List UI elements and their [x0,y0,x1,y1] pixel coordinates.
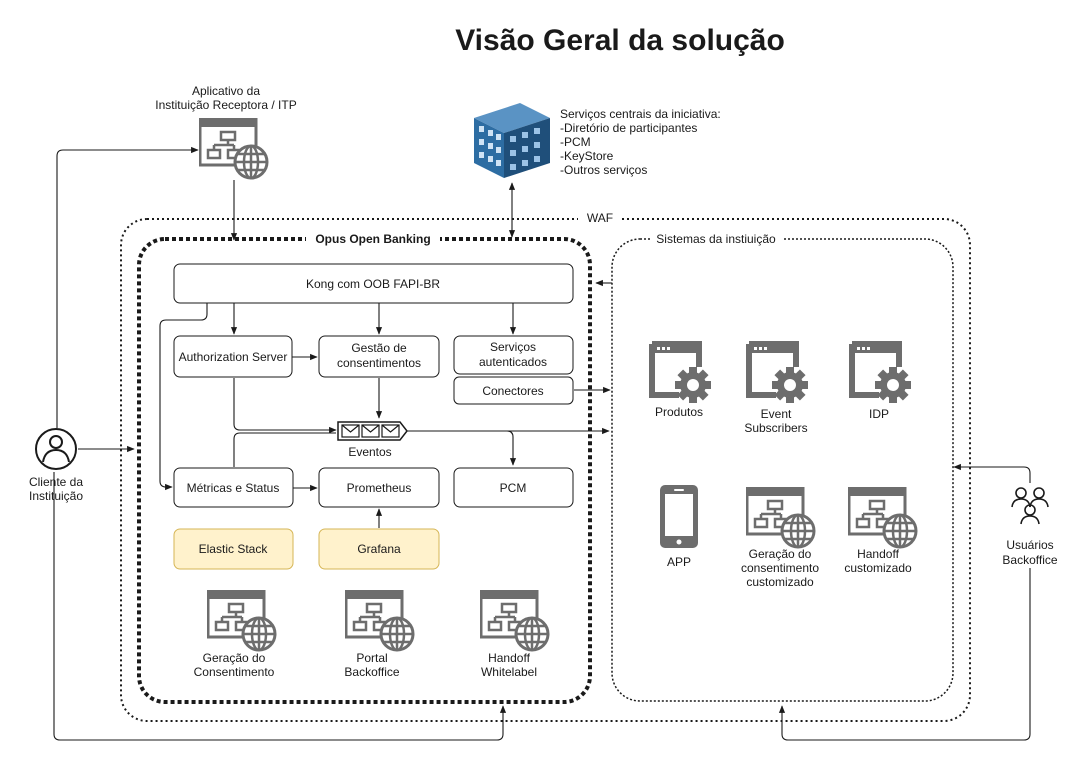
events-label: Eventos [348,445,391,459]
mobile-app-system: APP [660,485,698,569]
web-app-icon [746,487,816,549]
handoff-whitelabel-label-line2: Whitelabel [481,665,537,679]
event-subscribers-label-line1: Event [761,407,792,421]
metrics-status-box: Métricas e Status [173,467,294,508]
elastic-stack-label: Elastic Stack [199,542,269,556]
web-app-icon [480,590,550,652]
building-icon [474,103,550,178]
web-app-icon [345,590,415,652]
connectors-box: Conectores [453,376,574,405]
custom-handoff-label-line1: Handoff [857,547,899,561]
consent-generation-label-line1: Geração do [203,651,266,665]
authenticated-services-box: Serviços autenticados [453,335,574,375]
central-services-line4: -KeyStore [560,149,614,163]
institution-systems-label: Sistemas da instiuição [656,232,776,246]
smartphone-icon [660,485,698,548]
pcm-label: PCM [500,481,527,495]
backoffice-portal-label-line2: Backoffice [344,665,399,679]
custom-consent-label-line1: Geração do [749,547,812,561]
consent-management-label-line1: Gestão de [351,341,407,355]
client-label-line1: Cliente da [29,475,83,489]
institution-systems-boundary [611,238,954,702]
metrics-status-label: Métricas e Status [187,481,280,495]
consent-management-box: Gestão de consentimentos [318,335,440,378]
events-queue: Eventos [337,421,408,459]
central-services-line3: -PCM [560,135,591,149]
app-label: APP [667,555,691,569]
products-label: Produtos [655,405,703,419]
handoff-whitelabel-app: Handoff Whitelabel [480,590,550,679]
authorization-server-label: Authorization Server [179,350,288,364]
authenticated-services-label-line1: Serviços [490,340,536,354]
custom-handoff-system: Handoff customizado [844,487,918,575]
grafana-label: Grafana [357,542,401,556]
idp-label: IDP [869,407,889,421]
central-services-line5: -Outros serviços [560,163,647,177]
waf-boundary [120,218,971,722]
message-queue-icon [337,421,408,441]
waf-label: WAF [587,211,613,225]
prometheus-label: Prometheus [347,481,412,495]
custom-consent-label-line3: customizado [746,575,814,589]
central-services-node: Serviços centrais da iniciativa: -Diretó… [474,103,721,178]
consent-generation-app: Geração do Consentimento [194,590,277,679]
elastic-stack-box: Elastic Stack [173,528,294,570]
prometheus-box: Prometheus [318,467,440,508]
backoffice-portal-label-line1: Portal [356,651,387,665]
receiving-app-node: Aplicativo da Instituição Receptora / IT… [155,84,297,180]
custom-consent-system: Geração do consentimento customizado [741,487,819,589]
backoffice-portal-app: Portal Backoffice [344,590,415,679]
users-group-icon [1011,487,1049,525]
opus-label: Opus Open Banking [315,232,430,246]
products-system: Produtos [652,344,711,419]
event-subscribers-label-line2: Subscribers [744,421,807,435]
backoffice-users-node: Usuários Backoffice [1002,487,1058,567]
receiving-app-label-line2: Instituição Receptora / ITP [155,98,296,112]
kong-label: Kong com OOB FAPI-BR [306,277,440,291]
central-services-line1: Serviços centrais da iniciativa: [560,107,721,121]
handoff-whitelabel-label-line1: Handoff [488,651,530,665]
custom-consent-label-line2: consentimento [741,561,819,575]
consent-generation-label-line2: Consentimento [194,665,275,679]
connectors-label: Conectores [482,384,543,398]
grafana-box: Grafana [318,528,440,570]
user-icon [35,428,77,470]
central-services-line2: -Diretório de participantes [560,121,697,135]
web-app-icon [199,118,269,180]
pcm-box: PCM [453,467,574,508]
consent-management-label-line2: consentimentos [337,356,421,370]
kong-gateway-box: Kong com OOB FAPI-BR [173,263,574,304]
web-app-icon [207,590,277,652]
client-node: Cliente da Instituição [29,428,83,503]
client-label-line2: Instituição [29,489,83,503]
backoffice-users-label-line1: Usuários [1006,538,1053,552]
web-app-icon [848,487,918,549]
connectors [53,146,1031,741]
idp-system: IDP [852,344,911,421]
page-title: Visão Geral da solução [455,24,785,57]
app-gear-icon [652,344,711,403]
backoffice-users-label-line2: Backoffice [1002,553,1057,567]
authenticated-services-label-line2: autenticados [479,355,547,369]
app-gear-icon [852,344,911,403]
app-gear-icon [749,344,808,403]
authorization-server-box: Authorization Server [173,335,293,378]
receiving-app-label-line1: Aplicativo da [192,84,260,98]
event-subscribers-system: Event Subscribers [744,344,808,435]
custom-handoff-label-line2: customizado [844,561,912,575]
